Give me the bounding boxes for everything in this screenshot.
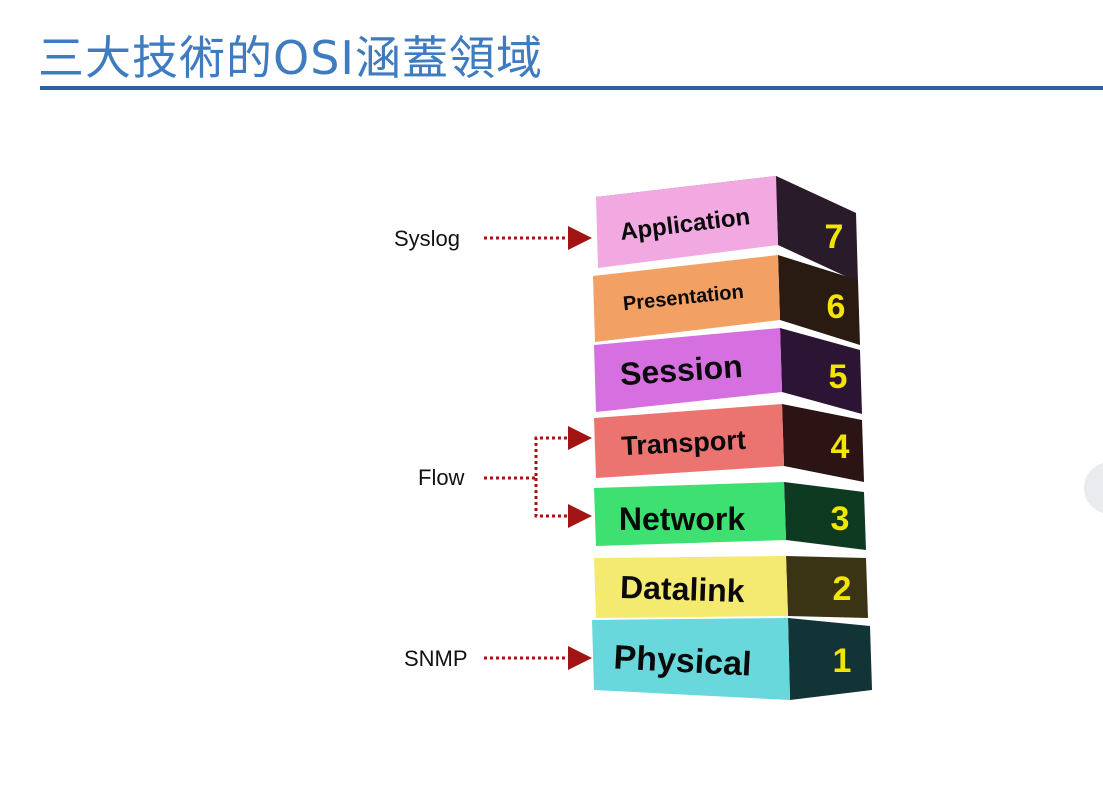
layer-7-side — [776, 176, 858, 282]
layer-5-front — [594, 328, 782, 412]
layer-2-front — [594, 556, 788, 618]
layer-6-side — [778, 255, 860, 345]
osi-layer-4: Transport 4 — [594, 404, 864, 482]
layer-5-label: Session — [619, 348, 744, 392]
osi-layer-7: Application 7 — [596, 176, 858, 282]
flow-label: Flow — [418, 465, 465, 490]
layer-3-label: Network — [619, 501, 745, 537]
layer-4-side — [782, 404, 864, 482]
layer-3-number: 3 — [831, 500, 850, 538]
side-scroll-tab[interactable] — [1084, 462, 1103, 514]
layer-6-front — [593, 255, 780, 342]
layer-2-label: Datalink — [620, 569, 746, 609]
title-divider — [40, 86, 1103, 90]
layer-1-label: Physical — [613, 638, 753, 683]
snmp-label: SNMP — [404, 646, 468, 671]
layer-5-side — [780, 328, 862, 414]
flow-arrow-network — [534, 478, 592, 528]
layer-2-side — [786, 556, 868, 618]
syslog-label: Syslog — [394, 226, 461, 251]
osi-layer-5: Session 5 — [594, 328, 862, 414]
layer-6-number: 6 — [827, 288, 846, 326]
layer-4-label: Transport — [621, 425, 747, 461]
layer-7-number: 7 — [825, 218, 844, 256]
layer-2-number: 2 — [833, 570, 852, 608]
layer-4-front — [594, 404, 784, 478]
page-title: 三大技術的OSI涵蓋領域 — [38, 31, 543, 85]
osi-layer-6: Presentation 6 — [593, 255, 860, 345]
layer-3-front — [594, 482, 786, 546]
layer-1-front — [592, 618, 790, 700]
osi-layer-1: Physical 1 — [592, 618, 872, 700]
flow-arrow-transport — [484, 426, 592, 480]
layer-4-number: 4 — [831, 428, 850, 466]
layer-3-side — [784, 482, 866, 550]
layer-1-number: 1 — [833, 642, 852, 680]
layer-7-front — [596, 176, 778, 268]
osi-layer-3: Network 3 — [594, 482, 866, 550]
layer-1-side — [788, 618, 872, 700]
layer-5-number: 5 — [829, 358, 848, 396]
osi-layer-2: Datalink 2 — [594, 556, 868, 618]
